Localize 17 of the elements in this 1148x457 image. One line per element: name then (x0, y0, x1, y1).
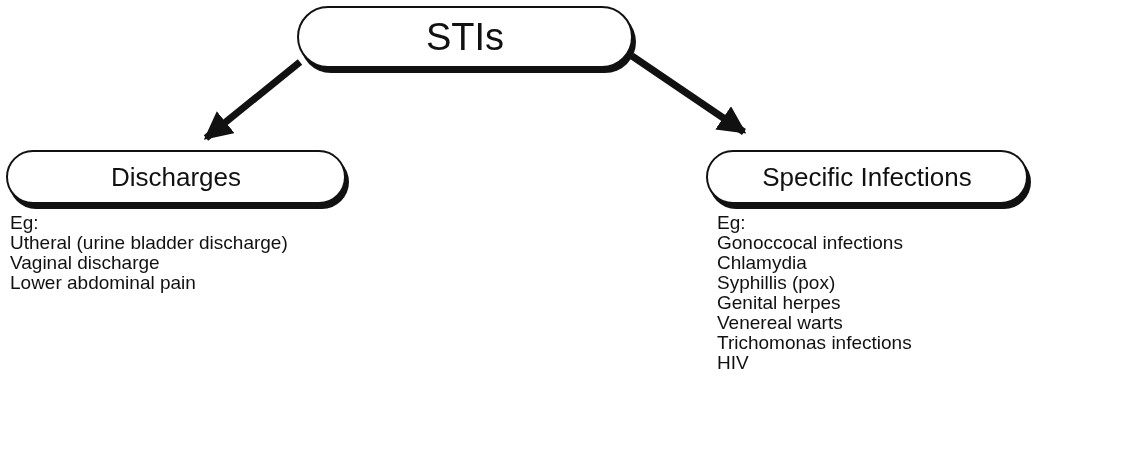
example-text: Eg: (717, 213, 746, 233)
example-text: Utheral (urine bladder discharge) (10, 233, 288, 253)
example-text: Eg: (10, 213, 39, 233)
example-text: Trichomonas infections (717, 333, 912, 353)
title-text: STIs (425, 15, 505, 59)
example-text: Genital herpes (717, 293, 841, 313)
example-text: Lower abdominal pain (10, 273, 196, 293)
example-text: Vaginal discharge (10, 253, 160, 273)
example-text: Venereal warts (717, 313, 843, 333)
heading-text: Specific Infections (762, 161, 972, 193)
example-text: Chlamydia (717, 253, 807, 273)
example-text: Gonoccocal infections (717, 233, 903, 253)
example-text: Syphillis (pox) (717, 273, 836, 293)
arrow (203, 59, 303, 141)
example-text: HIV (717, 353, 749, 373)
arrow (630, 53, 747, 135)
heading-text: Discharges (110, 161, 242, 193)
